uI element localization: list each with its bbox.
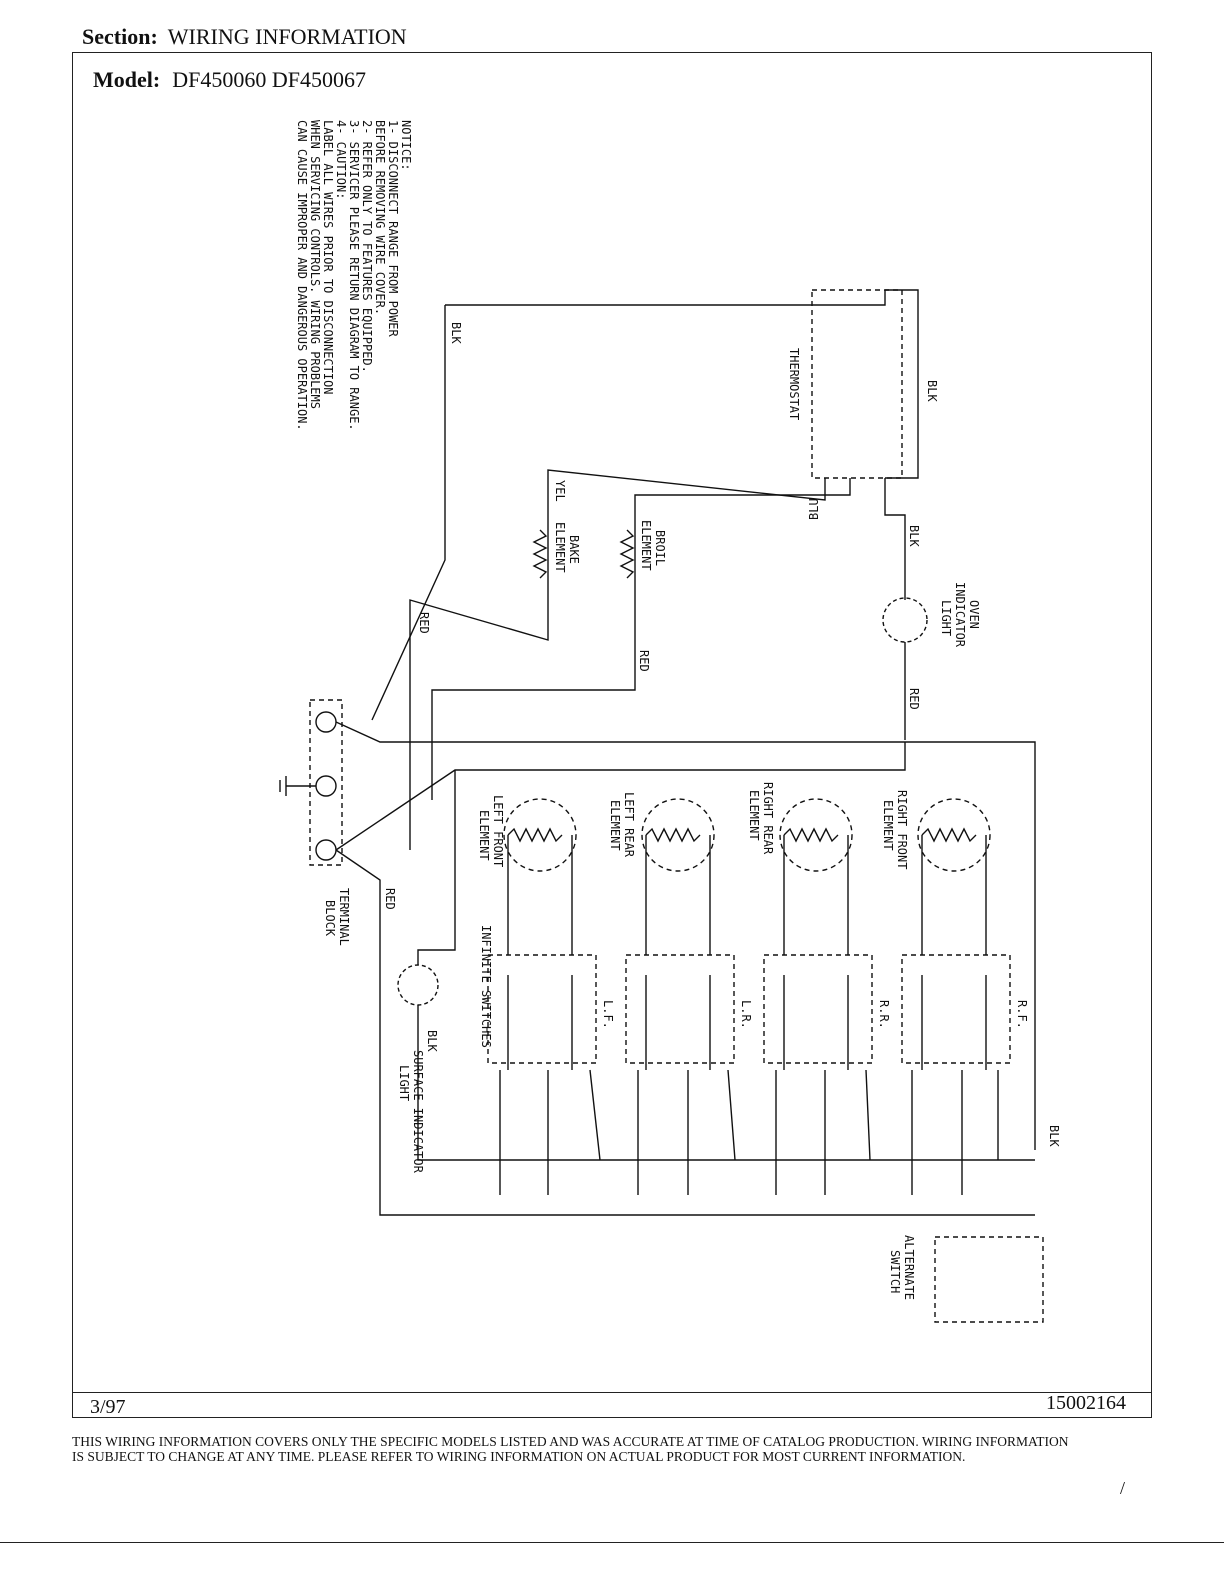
bus-l1 bbox=[335, 721, 1036, 1150]
label-red-bake: RED bbox=[417, 612, 431, 634]
terminal-l2 bbox=[315, 839, 337, 861]
wiring-diagram: NOTICE: 1- DISCONNECT RANGE FROM POWER B… bbox=[279, 120, 1061, 1323]
element-lr bbox=[625, 798, 736, 1195]
disclaimer-line-2: IS SUBJECT TO CHANGE AT ANY TIME. PLEASE… bbox=[72, 1449, 966, 1464]
oven-light-label-3: LIGHT bbox=[939, 600, 953, 636]
switch-label-rf: R.F. bbox=[1015, 1000, 1029, 1029]
label-blk-right: BLK bbox=[1047, 1125, 1061, 1147]
section-label: Section: bbox=[82, 24, 158, 49]
notice-line: 4- CAUTION: bbox=[334, 120, 348, 199]
oven-light-label-1: OVEN bbox=[967, 600, 981, 629]
notice-line: 1- DISCONNECT RANGE FROM POWER bbox=[386, 120, 400, 338]
wire-surface-light-top bbox=[417, 770, 456, 965]
section-title: WIRING INFORMATION bbox=[167, 24, 407, 49]
label-red-terminal: RED bbox=[383, 888, 397, 910]
wire-blk-top bbox=[445, 290, 886, 306]
surface-light-label-2: LIGHT bbox=[397, 1065, 411, 1101]
infinite-switches-label: INFINITE SWITCHES bbox=[479, 925, 493, 1048]
bottom-rule bbox=[0, 1542, 1224, 1543]
switch-label-rr: R.R. bbox=[877, 1000, 891, 1029]
broil-element-coil bbox=[619, 529, 635, 579]
wire-surface-light-bottom bbox=[417, 1005, 1035, 1161]
rf-label-1: RIGHT FRONT bbox=[895, 790, 909, 869]
element-rr bbox=[763, 798, 873, 1195]
switch-label-lf: L.F. bbox=[601, 1000, 615, 1029]
alternate-switch-label-2: SWITCH bbox=[888, 1250, 902, 1293]
model-numbers: DF450060 DF450067 bbox=[172, 67, 366, 92]
notice-title: NOTICE: bbox=[399, 120, 413, 171]
notice-line: 3- SERVICER PLEASE RETURN DIAGRAM TO RAN… bbox=[347, 120, 361, 431]
alternate-switch-label-1: ALTERNATE bbox=[902, 1235, 916, 1300]
thermostat-box bbox=[811, 289, 903, 479]
wire-blu-broil bbox=[634, 478, 851, 520]
page-mark: / bbox=[1120, 1478, 1126, 1498]
wire-blk-thermostat bbox=[885, 289, 919, 479]
disclaimer: THIS WIRING INFORMATION COVERS ONLY THE … bbox=[72, 1434, 1162, 1464]
alternate-switch-box bbox=[934, 1236, 1044, 1323]
label-blk-thermostat: BLK bbox=[925, 380, 939, 402]
wire-red-bake bbox=[409, 590, 549, 850]
surface-light-bulb bbox=[397, 964, 439, 1006]
surface-light-label-1: SURFACE INDICATOR bbox=[411, 1050, 425, 1174]
bake-label-2: ELEMENT bbox=[553, 522, 567, 573]
bus-red-return bbox=[335, 849, 1035, 1216]
terminal-neutral bbox=[315, 775, 337, 797]
notice-line: BEFORE REMOVING WIRE COVER. bbox=[373, 120, 387, 315]
wire-blk-left bbox=[371, 305, 446, 721]
switch-label-lr: L.R. bbox=[739, 1000, 753, 1029]
wire-blk-oven-light bbox=[884, 478, 906, 600]
lf-label-1: LEFT FRONT bbox=[491, 795, 505, 867]
bus-l2 bbox=[335, 742, 906, 851]
model-line: Model: DF450060 DF450067 bbox=[93, 67, 366, 93]
model-label: Model: bbox=[93, 67, 161, 92]
disclaimer-line-1: THIS WIRING INFORMATION COVERS ONLY THE … bbox=[72, 1434, 1069, 1449]
element-lf bbox=[487, 798, 601, 1195]
notice-line: LABEL ALL WIRES PRIOR TO DISCONNECTION bbox=[321, 120, 335, 395]
element-rf bbox=[901, 798, 1011, 1195]
bake-element-coil bbox=[532, 529, 548, 579]
label-yel-bake: YEL bbox=[553, 480, 567, 502]
terminal-block-label-1: TERMINAL bbox=[337, 888, 351, 946]
ground-symbol bbox=[279, 776, 316, 796]
diagram-frame: Model: DF450060 DF450067 bbox=[72, 52, 1152, 1418]
label-blk-surface: BLK bbox=[425, 1030, 439, 1052]
lr-label-1: LEFT REAR bbox=[622, 792, 636, 858]
label-red-oven: RED bbox=[907, 688, 921, 710]
terminal-block-label-2: BLOCK bbox=[323, 900, 337, 937]
footer-rule bbox=[72, 1392, 1152, 1393]
rr-label-2: ELEMENT bbox=[747, 790, 761, 841]
broil-label-2: ELEMENT bbox=[639, 520, 653, 571]
notice-block: NOTICE: 1- DISCONNECT RANGE FROM POWER B… bbox=[295, 120, 413, 431]
lr-label-2: ELEMENT bbox=[608, 800, 622, 851]
rr-label-1: RIGHT REAR bbox=[761, 782, 775, 855]
notice-line: 2- REFER ONLY TO FEATURES EQUIPPED. bbox=[360, 120, 374, 373]
terminal-l1 bbox=[315, 711, 337, 733]
label-blu-thermostat: BLU bbox=[807, 498, 821, 520]
section-header: Section: WIRING INFORMATION bbox=[82, 24, 407, 50]
oven-light-bulb bbox=[882, 597, 928, 643]
broil-label-1: BROIL bbox=[653, 530, 667, 566]
oven-light-label-2: INDICATOR bbox=[953, 582, 967, 648]
label-blk-top: BLK bbox=[449, 322, 463, 344]
part-number: 15002164 bbox=[1046, 1392, 1126, 1414]
notice-line: WHEN SERVICING CONTROLS. WIRING PROBLEMS bbox=[308, 120, 322, 409]
wire-yel-bake bbox=[547, 469, 826, 520]
notice-line: CAN CAUSE IMPROPER AND DANGEROUS OPERATI… bbox=[295, 120, 309, 431]
label-blk-oven: BLK bbox=[907, 525, 921, 547]
rf-label-2: ELEMENT bbox=[881, 800, 895, 851]
thermostat-label: THERMOSTAT bbox=[787, 348, 801, 420]
wire-red-broil bbox=[431, 590, 636, 800]
revision-date: 3/97 bbox=[90, 1396, 126, 1418]
bake-label-1: BAKE bbox=[567, 535, 581, 564]
lf-label-2: ELEMENT bbox=[477, 810, 491, 861]
label-red-broil: RED bbox=[637, 650, 651, 672]
